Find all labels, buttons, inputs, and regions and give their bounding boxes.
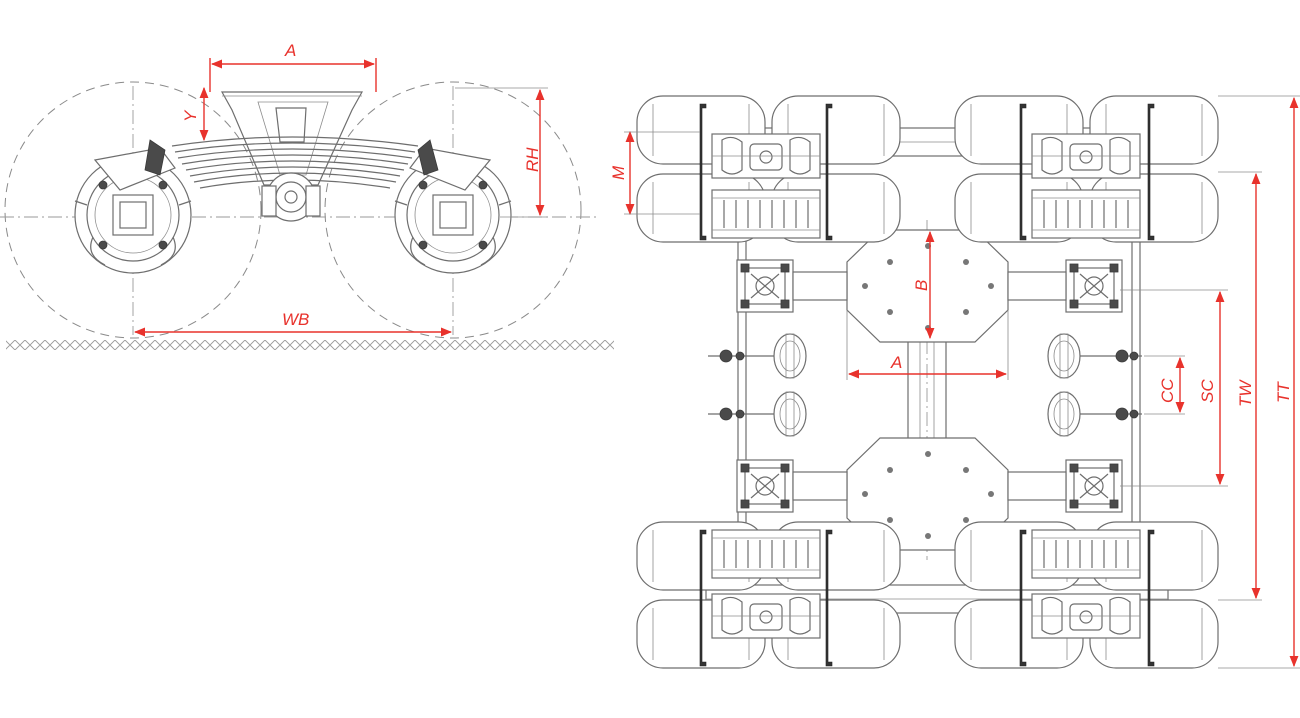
side-view: A Y RH WB (0, 41, 614, 350)
seat-front-left (736, 259, 794, 313)
dim-label-a: A (284, 41, 296, 60)
front-tire-outline (4, 81, 262, 339)
dim-label-sc: SC (1198, 379, 1217, 403)
chamber-upper-left (773, 333, 807, 379)
dim-label-a-top: A (890, 353, 902, 372)
dim-label-m: M (609, 165, 628, 180)
rear-tire-outline (324, 81, 582, 339)
dim-label-b: B (912, 280, 931, 291)
ground-line (6, 340, 614, 350)
dim-label-wb: WB (282, 310, 309, 329)
seat-front-right (1065, 259, 1123, 313)
wheel-group-upper-right (954, 95, 1219, 243)
seat-rear-right (1065, 459, 1123, 513)
chamber-lower-right (1047, 391, 1081, 437)
wheel-group-upper-left (636, 95, 901, 243)
dim-label-tw: TW (1236, 379, 1255, 407)
dim-label-rh: RH (523, 147, 542, 172)
chamber-lower-left (773, 391, 807, 437)
seat-rear-left (736, 459, 794, 513)
dim-label-y: Y (181, 109, 200, 122)
top-view: M B A CC SC TW TT (609, 95, 1300, 669)
chamber-upper-right (1047, 333, 1081, 379)
dim-label-cc: CC (1158, 378, 1177, 403)
dim-label-tt: TT (1274, 381, 1293, 403)
